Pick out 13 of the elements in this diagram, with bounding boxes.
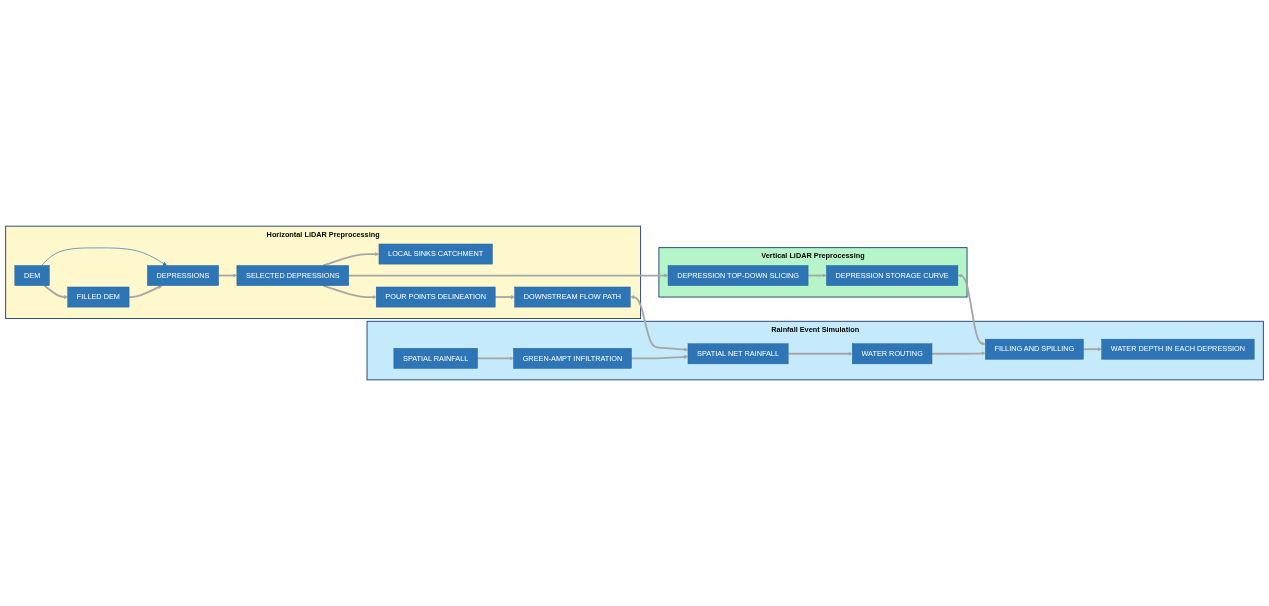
arrow	[476, 356, 514, 361]
arrow	[630, 354, 689, 360]
arrow	[957, 273, 986, 346]
arrow	[494, 295, 515, 300]
arrow	[128, 285, 163, 298]
arrow	[787, 351, 853, 356]
arrow	[1082, 347, 1102, 352]
arrow	[322, 252, 380, 267]
arrow	[43, 284, 68, 300]
arrow	[630, 295, 689, 352]
arrow	[322, 284, 377, 300]
arrow	[347, 273, 669, 278]
arrow	[931, 351, 986, 356]
